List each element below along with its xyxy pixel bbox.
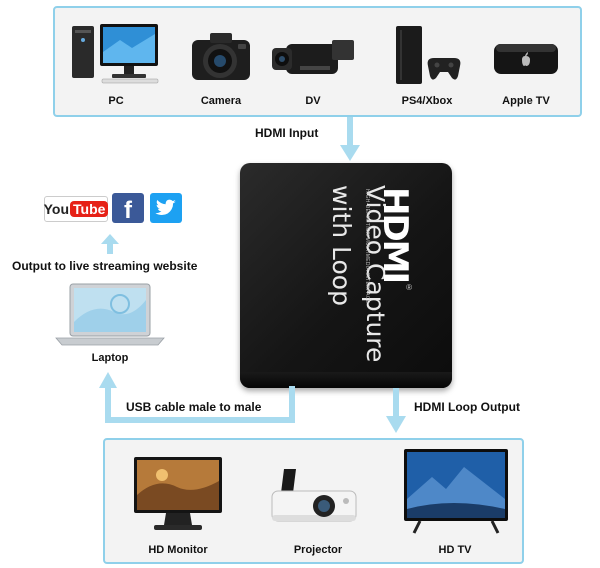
youtube-tube: Tube [70,201,109,217]
camcorder-icon [272,40,354,74]
output-label-hd-tv: HD TV [438,544,472,556]
hdmi-logo: HDMI [375,187,415,283]
output-label-projector: Projector [293,544,343,556]
twitter-bird-icon [155,199,176,215]
facebook-logo: f [112,193,144,224]
tv-icon [404,449,508,534]
hdmi-logo-subtitle: HIGH-DEFINITION MULTIMEDIA INTERFACE [364,189,370,304]
projector-icon [271,469,357,522]
apple-tv-box-icon [494,44,558,74]
hdmi-input-arrow [340,117,360,161]
game-console-controller-icon [396,26,461,84]
video-capture-device: Video Capture with Loop HDMI HIGH-DEFINI… [240,163,452,388]
youtube-logo: You Tube [43,196,109,222]
source-label-ps4-xbox: PS4/Xbox [401,95,453,107]
usb-connection-arrow [99,372,295,423]
hdmi-loop-output-label: HDMI Loop Output [414,400,520,414]
source-label-apple-tv: Apple TV [502,95,550,107]
device-caption-line1: Video Capture [361,185,390,363]
pc-tower-monitor-icon [72,24,159,84]
device-caption-line2: with Loop [327,185,356,306]
streaming-label: Output to live streaming website [12,259,198,273]
hdmi-input-label: HDMI Input [255,126,319,140]
usb-cable-label: USB cable male to male [126,400,262,414]
hdmi-loop-output-arrow [386,388,406,433]
youtube-you: You [43,201,69,217]
laptop-icon [55,283,165,346]
source-label-camera: Camera [200,95,242,107]
dslr-camera-icon [192,33,250,80]
output-label-hd-monitor: HD Monitor [148,544,208,556]
laptop-label: Laptop [91,352,129,364]
facebook-f: f [124,197,132,224]
registered-mark: ® [406,283,412,292]
device-bottom-edge [240,372,452,388]
streaming-up-arrow [101,234,119,254]
source-label-dv: DV [305,95,321,107]
monitor-icon [134,457,222,530]
device-caption: Video Capture with Loop [258,185,390,362]
source-label-pc: PC [108,95,124,107]
twitter-logo [150,193,182,223]
